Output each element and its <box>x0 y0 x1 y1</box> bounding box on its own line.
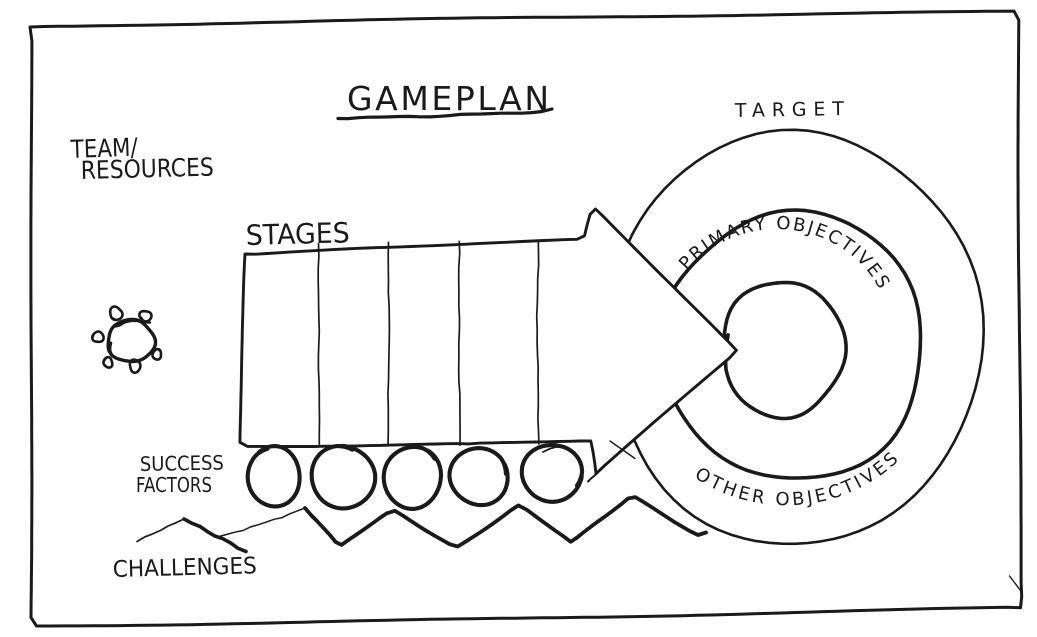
success-factor-oval-2 <box>309 443 378 511</box>
challenges-label: CHALLENGES <box>112 553 257 583</box>
target-outer-ring <box>610 128 985 546</box>
challenges-zigzag <box>218 507 306 538</box>
stage-divider-2 <box>387 241 391 446</box>
sheet-border <box>28 9 1024 628</box>
team-resources-icon <box>106 317 158 364</box>
sketch-strokes-front <box>136 207 738 554</box>
arrow-corner-scratch <box>587 471 599 483</box>
stage-divider-4 <box>535 239 540 445</box>
stages-label: STAGES <box>245 216 350 252</box>
target-label: TARGET <box>734 98 845 122</box>
team-resources-label-line1: TEAM/ <box>69 133 138 164</box>
team-resources-icon-dot <box>128 358 142 374</box>
team-resources-icon-dot <box>102 355 114 369</box>
challenges-zigzag <box>136 518 185 543</box>
arrow-scratch <box>609 440 636 460</box>
title-underline <box>336 107 554 121</box>
success-factor-oval-5 <box>519 443 585 504</box>
team-resources-icon-dot <box>90 330 105 344</box>
success-factor-oval-4 <box>447 446 510 508</box>
success-factor-oval-scratch <box>542 446 571 453</box>
stage-divider-3 <box>457 240 461 447</box>
stage-divider-1 <box>317 242 321 446</box>
success-factors-label-line2: FACTORS <box>136 473 212 497</box>
success-factors-label-line1: SUCCESS <box>140 451 224 476</box>
success-factor-oval-1 <box>245 444 302 509</box>
team-resources-icon-dot <box>108 305 124 322</box>
target-bullseye <box>722 280 848 421</box>
team-resources-icon-dot <box>151 347 163 361</box>
team-resources-icon-dot <box>138 309 153 323</box>
team-resources-label-line2: RESOURCES <box>80 153 214 185</box>
challenges-zigzag <box>303 495 708 549</box>
sheet-border-corner-scratch <box>1008 575 1022 592</box>
sketch-strokes <box>28 9 1024 628</box>
challenges-zigzag <box>182 517 248 554</box>
page-title: GAMEPLAN <box>347 79 549 118</box>
success-factor-oval-3 <box>381 444 444 511</box>
